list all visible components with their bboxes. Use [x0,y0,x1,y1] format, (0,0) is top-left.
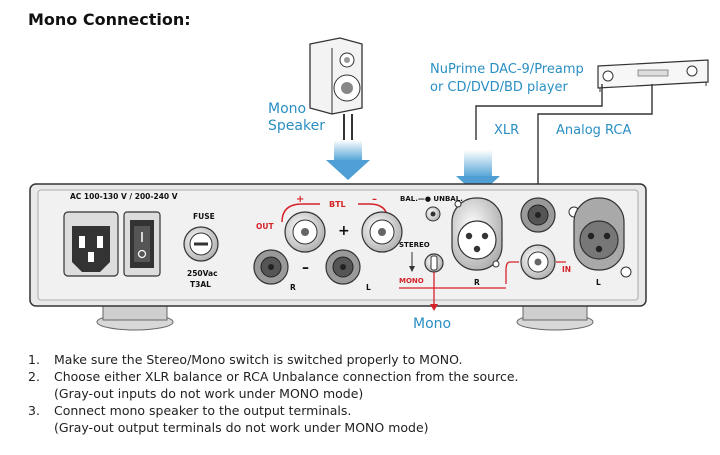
fuse-holder[interactable] [183,226,219,262]
connection-diagram: Mono Speaker NuPrime DAC-9/Preamp or CD/… [29,37,709,332]
xlr-label: XLR [494,123,519,138]
xlr-input-right[interactable] [451,197,503,271]
fuse-rating-2: T3AL [190,280,211,289]
rca-cable [537,84,653,196]
xlr-input-left[interactable] [573,197,625,271]
bal-unbal-label: BAL.—● UNBAL. [400,195,463,203]
analog-rca-label: Analog RCA [556,123,632,138]
in-label: IN [562,265,571,274]
xlr-l-label: L [596,278,601,287]
plus-label: + [338,223,350,239]
instruction-list: 1. Make sure the Stereo/Mono switch is s… [28,351,519,436]
binding-post-top-right[interactable] [361,211,403,253]
source-label-2: or CD/DVD/BD player [430,80,569,95]
step-number: 3. [28,403,40,418]
fuse-rating-1: 250Vac [187,269,218,278]
step-text: Make sure the Stereo/Mono switch is swit… [54,352,463,367]
amplifier-foot-left [96,305,174,331]
mono-switch-label: Mono [413,316,451,332]
binding-post-bottom-right[interactable] [325,249,361,285]
mono-speaker-label-1: Mono [268,101,306,117]
binding-post-top-left[interactable] [284,211,326,253]
btl-minus-label: – [372,194,377,205]
bal-unbal-switch[interactable] [425,206,441,222]
btl-label: BTL [329,200,346,209]
speaker-icon [309,37,363,140]
step-text: Choose either XLR balance or RCA Unbalan… [54,369,519,384]
out-label: OUT [256,222,274,231]
step-text: Connect mono speaker to the output termi… [54,403,352,418]
stereo-label: STEREO [399,241,430,249]
step-note: (Gray-out inputs do not work under MONO … [54,386,364,401]
power-switch[interactable] [123,211,161,277]
step-number: 2. [28,369,40,384]
step-note: (Gray-out output terminals do not work u… [54,420,429,435]
fuse-label: FUSE [193,212,215,221]
step-number: 1. [28,352,40,367]
ac-voltage-label: AC 100-130 V / 200-240 V [70,192,178,201]
stereo-mono-switch[interactable] [424,253,444,273]
in-bracket [505,261,566,284]
instruction-step-3: 3. Connect mono speaker to the output te… [28,402,519,436]
output-l-label: L [366,283,371,292]
speaker-arrow-icon [326,140,370,180]
output-r-label: R [290,283,296,292]
minus-label: – [302,260,309,276]
page-title: Mono Connection: [28,10,191,29]
xlr-cable [475,84,603,140]
rca-input-top[interactable] [520,197,556,233]
source-label-1: NuPrime DAC-9/Preamp [430,62,584,77]
power-inlet[interactable] [63,211,119,277]
binding-post-bottom-left[interactable] [253,249,289,285]
source-device-icon [597,59,709,92]
amplifier-foot-right [516,305,594,331]
instruction-step-2: 2. Choose either XLR balance or RCA Unba… [28,368,519,402]
mono-speaker-label-2: Speaker [268,118,325,134]
xlr-r-label: R [474,278,480,287]
btl-plus-label: + [296,194,304,205]
rca-input-bottom[interactable] [520,244,556,280]
mono-label: MONO [399,277,424,285]
instruction-step-1: 1. Make sure the Stereo/Mono switch is s… [28,351,519,368]
